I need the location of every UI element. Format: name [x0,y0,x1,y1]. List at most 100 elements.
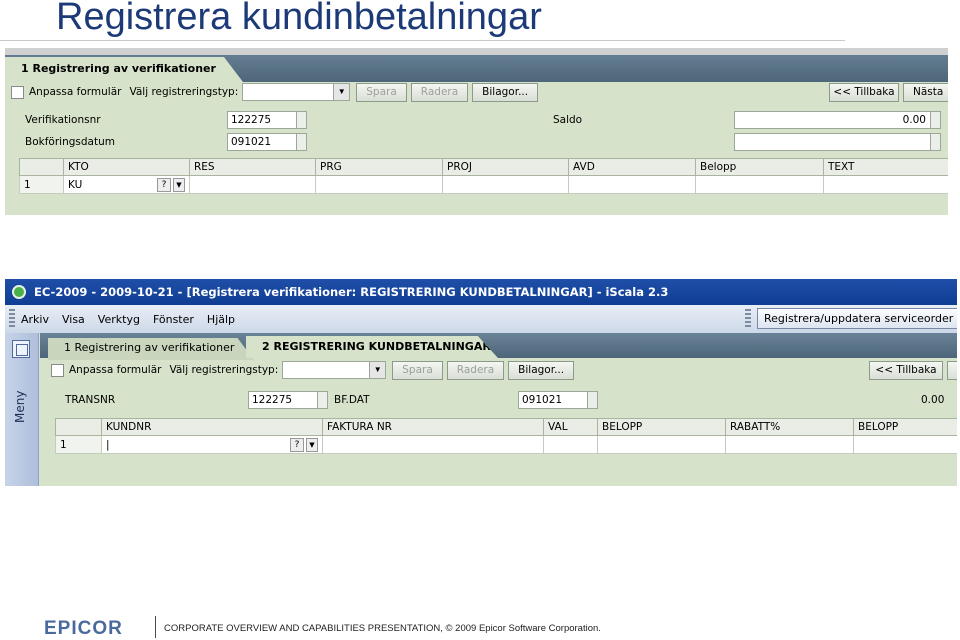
toolbar: Anpassa formulär Välj registreringstyp: … [51,358,575,382]
posting-date-label: BF.DAT [334,394,370,406]
attachments-button[interactable]: Bilagor... [472,82,539,102]
proj-cell[interactable] [442,175,569,194]
column-header-belopp[interactable]: BELOPP [597,418,726,436]
posting-date-field[interactable]: 091021 [518,391,598,409]
row-number: 1 [55,435,102,454]
kundnr-cell[interactable]: | ? ▼ [101,435,323,454]
menu-item-fonster[interactable]: Fönster [152,312,194,326]
column-header-rabatt[interactable]: RABATT% [725,418,854,436]
voucher-number-field[interactable]: 122275 [227,111,307,129]
balance-label: Saldo [553,114,583,126]
trans-number-field[interactable]: 122275 [248,391,328,409]
picker-icon[interactable] [587,391,598,409]
menu-bar: Arkiv Visa Verktyg Fönster Hjälp Registr… [5,305,957,333]
customize-form-checkbox[interactable] [11,85,24,99]
window-icon[interactable] [12,340,30,358]
back-button[interactable]: << Tillbaka [829,82,899,102]
delete-button[interactable]: Radera [446,360,505,380]
posting-date-value: 091021 [231,136,272,148]
secondary-balance-field[interactable] [734,133,941,151]
menu-item-arkiv[interactable]: Arkiv [21,312,49,326]
avd-cell[interactable] [568,175,696,194]
tab-bar: 1 Registrering av verifikationer 2 REGIS… [40,333,957,360]
rabatt-cell[interactable] [725,435,854,454]
column-header-kto[interactable]: KTO [63,158,190,176]
picker-icon[interactable] [930,111,941,129]
menu-item-hjalp[interactable]: Hjälp [206,312,236,326]
kto-value: KU [68,178,83,191]
belopp-cell[interactable] [597,435,726,454]
picker-icon[interactable] [296,111,307,129]
menu-item-visa[interactable]: Visa [61,312,85,326]
service-order-button[interactable]: Registrera/uppdatera serviceorder [757,308,957,329]
column-header-prg[interactable]: PRG [315,158,443,176]
kto-cell[interactable]: KU ? ▼ [63,175,190,194]
registration-type-select[interactable]: ▼ [242,83,351,101]
app-icon [12,285,26,299]
tab-customer-payments[interactable]: 2 REGISTRERING KUNDBETALNINGAR [246,336,498,358]
window-top-strip [5,48,948,55]
customize-form-label: Anpassa formulär [69,364,162,376]
column-header-kundnr[interactable]: KUNDNR [101,418,323,436]
chevron-down-icon[interactable]: ▼ [306,438,318,452]
tab-bar: 1 Registrering av verifikationer [5,48,948,82]
row-number: 1 [19,175,64,194]
voucher-number-label: Verifikationsnr [25,114,101,126]
grip-icon [9,309,15,329]
sidebar: Meny [5,333,39,486]
text-cell[interactable] [823,175,948,194]
customize-form-checkbox[interactable] [51,363,64,377]
column-header-text[interactable]: TEXT [823,158,948,176]
column-header-val[interactable]: VAL [543,418,598,436]
window-title: EC-2009 - 2009-10-21 - [Registrera verif… [34,285,669,299]
balance-value: 0.00 [902,114,926,126]
next-button[interactable]: Nästa [903,82,948,102]
back-button[interactable]: << Tillbaka [869,360,943,380]
save-button[interactable]: Spara [356,82,407,102]
picker-icon[interactable] [930,133,941,151]
prg-cell[interactable] [315,175,443,194]
res-cell[interactable] [189,175,316,194]
next-button[interactable] [947,360,957,380]
val-cell[interactable] [543,435,598,454]
sidebar-menu-label[interactable]: Meny [13,390,27,423]
picker-icon[interactable] [296,133,307,151]
belopp-2-cell[interactable] [853,435,957,454]
slide-title: Registrera kundinbetalningar [56,0,542,38]
belopp-cell[interactable] [695,175,824,194]
epicor-logo: EPICOR [44,618,123,639]
chevron-down-icon[interactable]: ▼ [369,362,386,378]
title-divider [0,40,845,41]
column-header-avd[interactable]: AVD [568,158,696,176]
grip-icon [745,309,751,329]
picker-icon[interactable] [317,391,328,409]
chevron-down-icon[interactable]: ▼ [333,84,350,100]
tab-voucher-registration[interactable]: 1 Registrering av verifikationer [48,338,254,360]
column-header [19,158,64,176]
chevron-down-icon[interactable]: ▼ [173,178,185,192]
lookup-button[interactable]: ? [157,178,171,192]
delete-button[interactable]: Radera [410,82,469,102]
attachments-button[interactable]: Bilagor... [508,360,575,380]
table-header-row: KTO RES PRG PROJ AVD Belopp TEXT [19,158,948,176]
trans-number-label: TRANSNR [65,394,116,406]
column-header-proj[interactable]: PROJ [442,158,569,176]
column-header-faktura-nr[interactable]: FAKTURA NR [322,418,544,436]
trans-number-value: 122275 [252,394,293,406]
registration-type-select[interactable]: ▼ [282,361,387,379]
column-header-res[interactable]: RES [189,158,316,176]
lookup-button[interactable]: ? [290,438,304,452]
tab-voucher-registration[interactable]: 1 Registrering av verifikationer [5,57,243,82]
menu-item-verktyg[interactable]: Verktyg [97,312,140,326]
column-header-belopp-2[interactable]: BELOPP [853,418,957,436]
balance-field[interactable]: 0.00 [734,111,941,129]
nav-toolbar: << Tillbaka [865,358,957,382]
table-header-row: KUNDNR FAKTURA NR VAL BELOPP RABATT% BEL… [55,418,957,436]
column-header [55,418,102,436]
table-row: 1 | ? ▼ [55,435,957,454]
save-button[interactable]: Spara [392,360,443,380]
faktura-nr-cell[interactable] [322,435,544,454]
voucher-lines-table: KTO RES PRG PROJ AVD Belopp TEXT 1 KU ? … [19,158,948,194]
column-header-belopp[interactable]: Belopp [695,158,824,176]
posting-date-field[interactable]: 091021 [227,133,307,151]
